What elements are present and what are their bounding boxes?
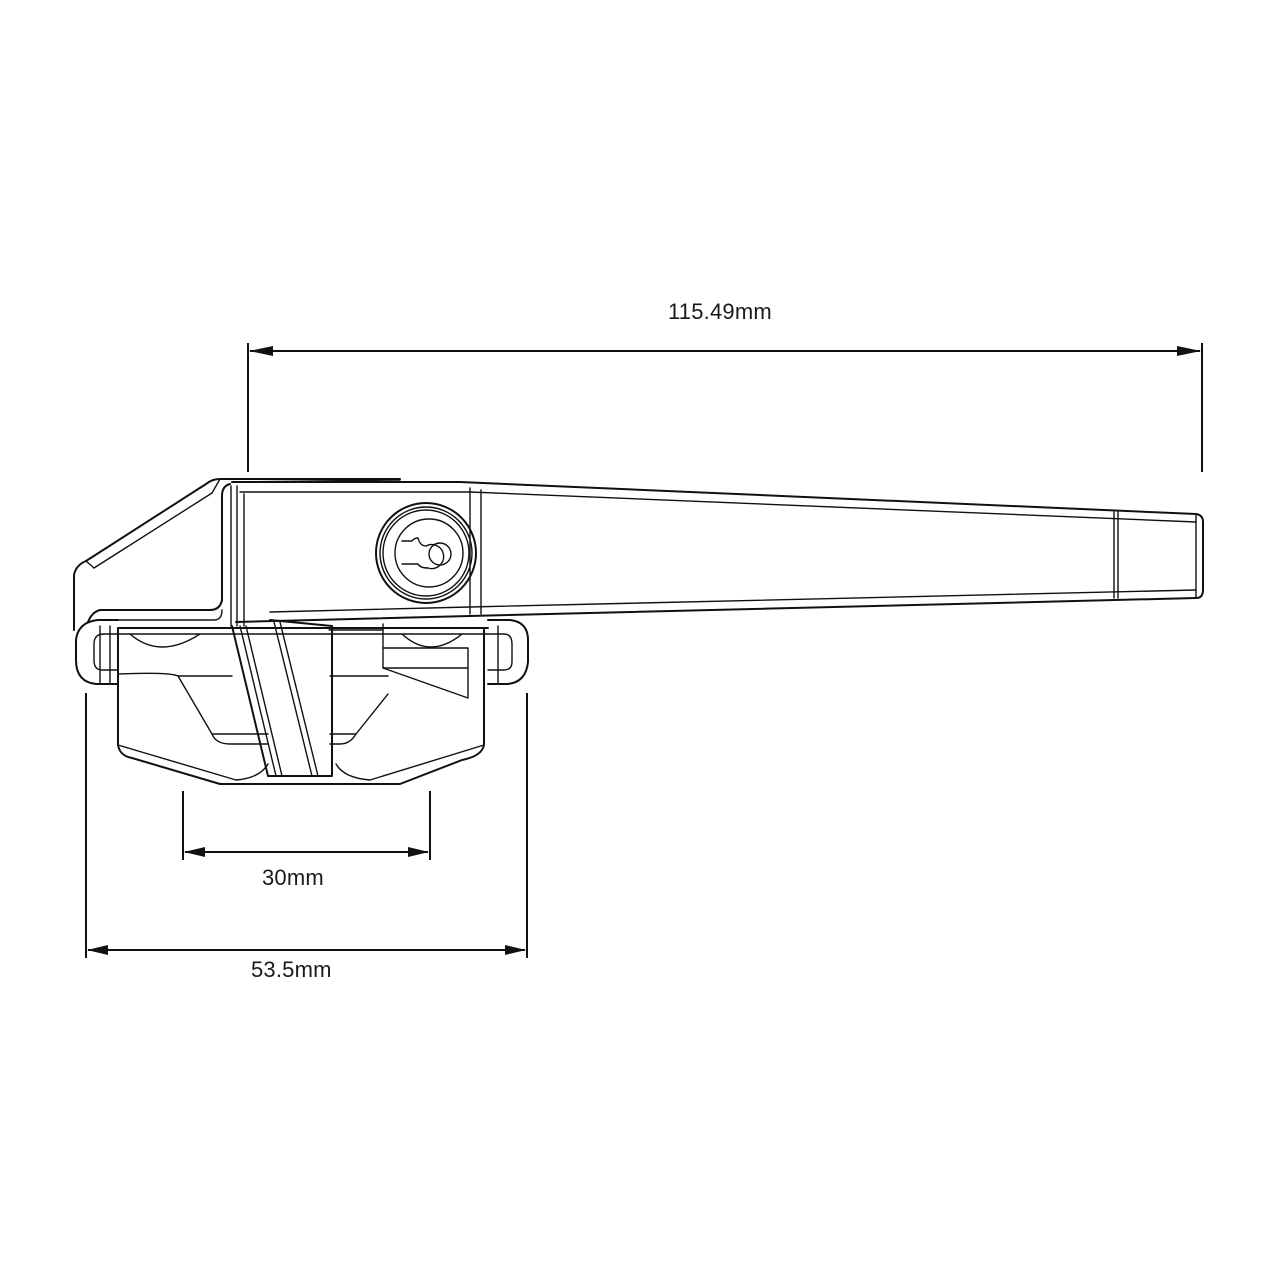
handle-head [73, 478, 401, 631]
handle-lever [231, 481, 1204, 623]
dimension-base-length [85, 693, 528, 958]
dimension-overall-length [247, 343, 1203, 472]
overall-length-label: 115.49mm [668, 299, 772, 324]
base-length-label: 53.5mm [251, 957, 332, 982]
keyhole-lock-icon [375, 502, 477, 604]
fixing-centres-label: 30mm [262, 865, 324, 890]
dimension-fixing-centres [182, 791, 431, 860]
slanted-spur [231, 619, 333, 777]
mounting-base [75, 619, 529, 785]
